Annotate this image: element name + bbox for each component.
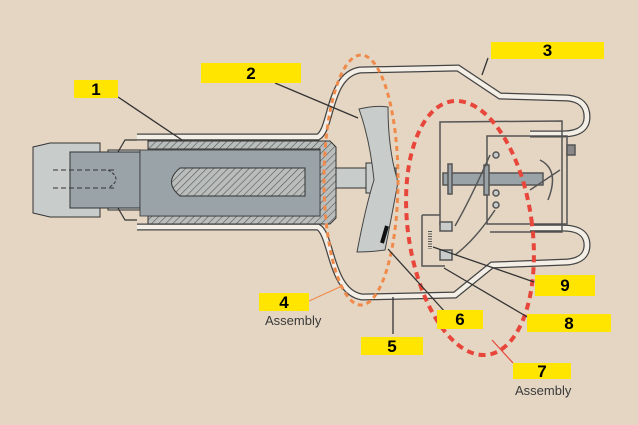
label-7: 7 xyxy=(513,363,571,380)
anode-assembly-outline xyxy=(322,53,400,307)
label-9: 9 xyxy=(535,275,595,296)
assembly-caption-7: Assembly xyxy=(515,383,572,398)
assembly-caption-4: Assembly xyxy=(265,313,322,328)
leader-4 xyxy=(308,285,343,302)
cathode xyxy=(421,120,576,267)
anode-stem xyxy=(32,139,337,225)
anode-target xyxy=(335,105,399,253)
label-5: 5 xyxy=(361,337,423,355)
focal-spot xyxy=(380,225,389,244)
label-8: 8 xyxy=(527,314,611,332)
label-1: 1 xyxy=(74,80,118,98)
label-2: 2 xyxy=(201,63,301,83)
label-6: 6 xyxy=(437,310,483,329)
label-4: 4 xyxy=(259,293,309,311)
leader-7 xyxy=(491,339,514,364)
cathode-assembly-outline xyxy=(404,98,536,358)
leader-lines xyxy=(117,57,535,334)
label-3: 3 xyxy=(491,42,604,59)
